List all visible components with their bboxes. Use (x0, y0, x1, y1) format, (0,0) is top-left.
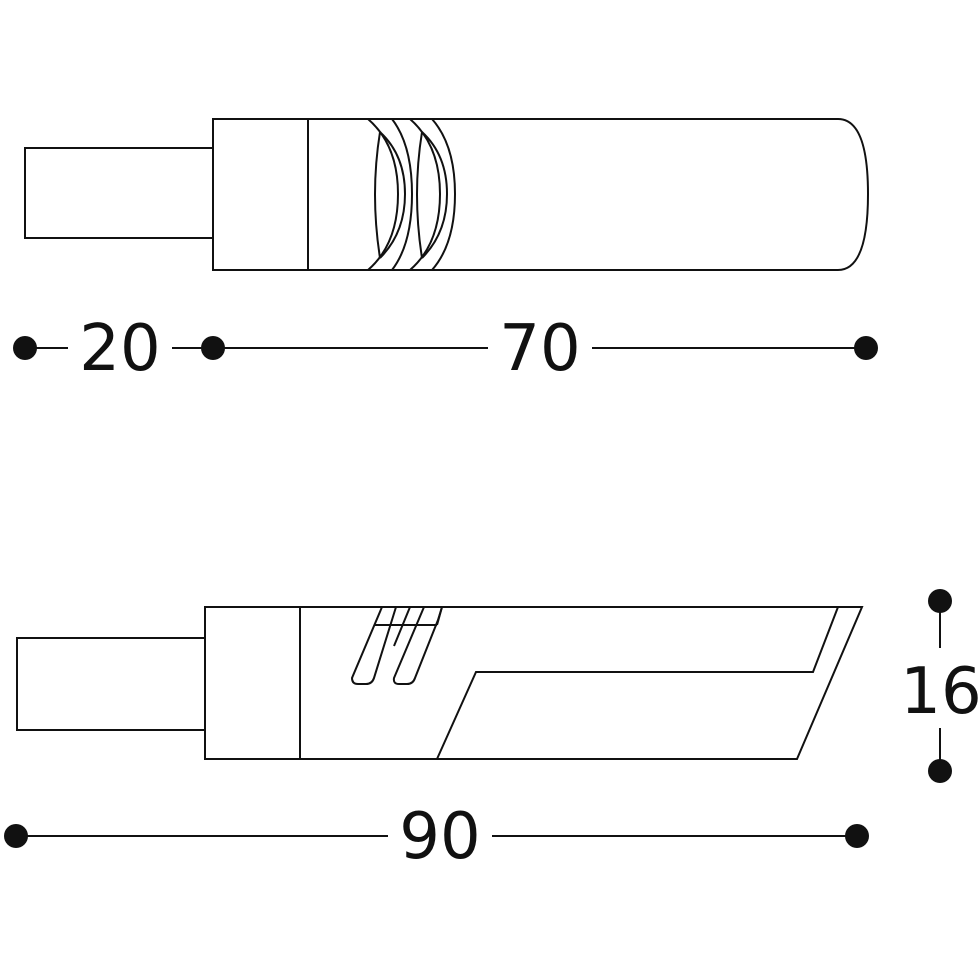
dim-dot-height-bottom (928, 759, 952, 783)
dim-dot-bottom-start (4, 824, 28, 848)
top-stem (24, 147, 214, 239)
dimension-height: 16 (900, 589, 980, 783)
dim-label-90: 90 (399, 800, 480, 874)
top-body (212, 118, 870, 271)
dimension-row-bottom: 90 (4, 796, 869, 876)
top-grooves (367, 118, 457, 271)
dim-dot-height-top (928, 589, 952, 613)
dim-dot-start (13, 336, 37, 360)
dim-dot-end (854, 336, 878, 360)
side-slots (350, 606, 443, 685)
dim-dot-bottom-end (845, 824, 869, 848)
side-view (16, 606, 864, 760)
side-body (204, 606, 864, 760)
top-view (24, 118, 870, 271)
dim-label-70: 70 (499, 312, 580, 386)
dim-label-20: 20 (79, 312, 160, 386)
dim-dot-mid (201, 336, 225, 360)
side-stem (16, 637, 206, 731)
side-inner-contour (436, 606, 839, 760)
dim-label-16: 16 (900, 655, 980, 729)
dimension-row-top: 20 70 (13, 308, 878, 388)
